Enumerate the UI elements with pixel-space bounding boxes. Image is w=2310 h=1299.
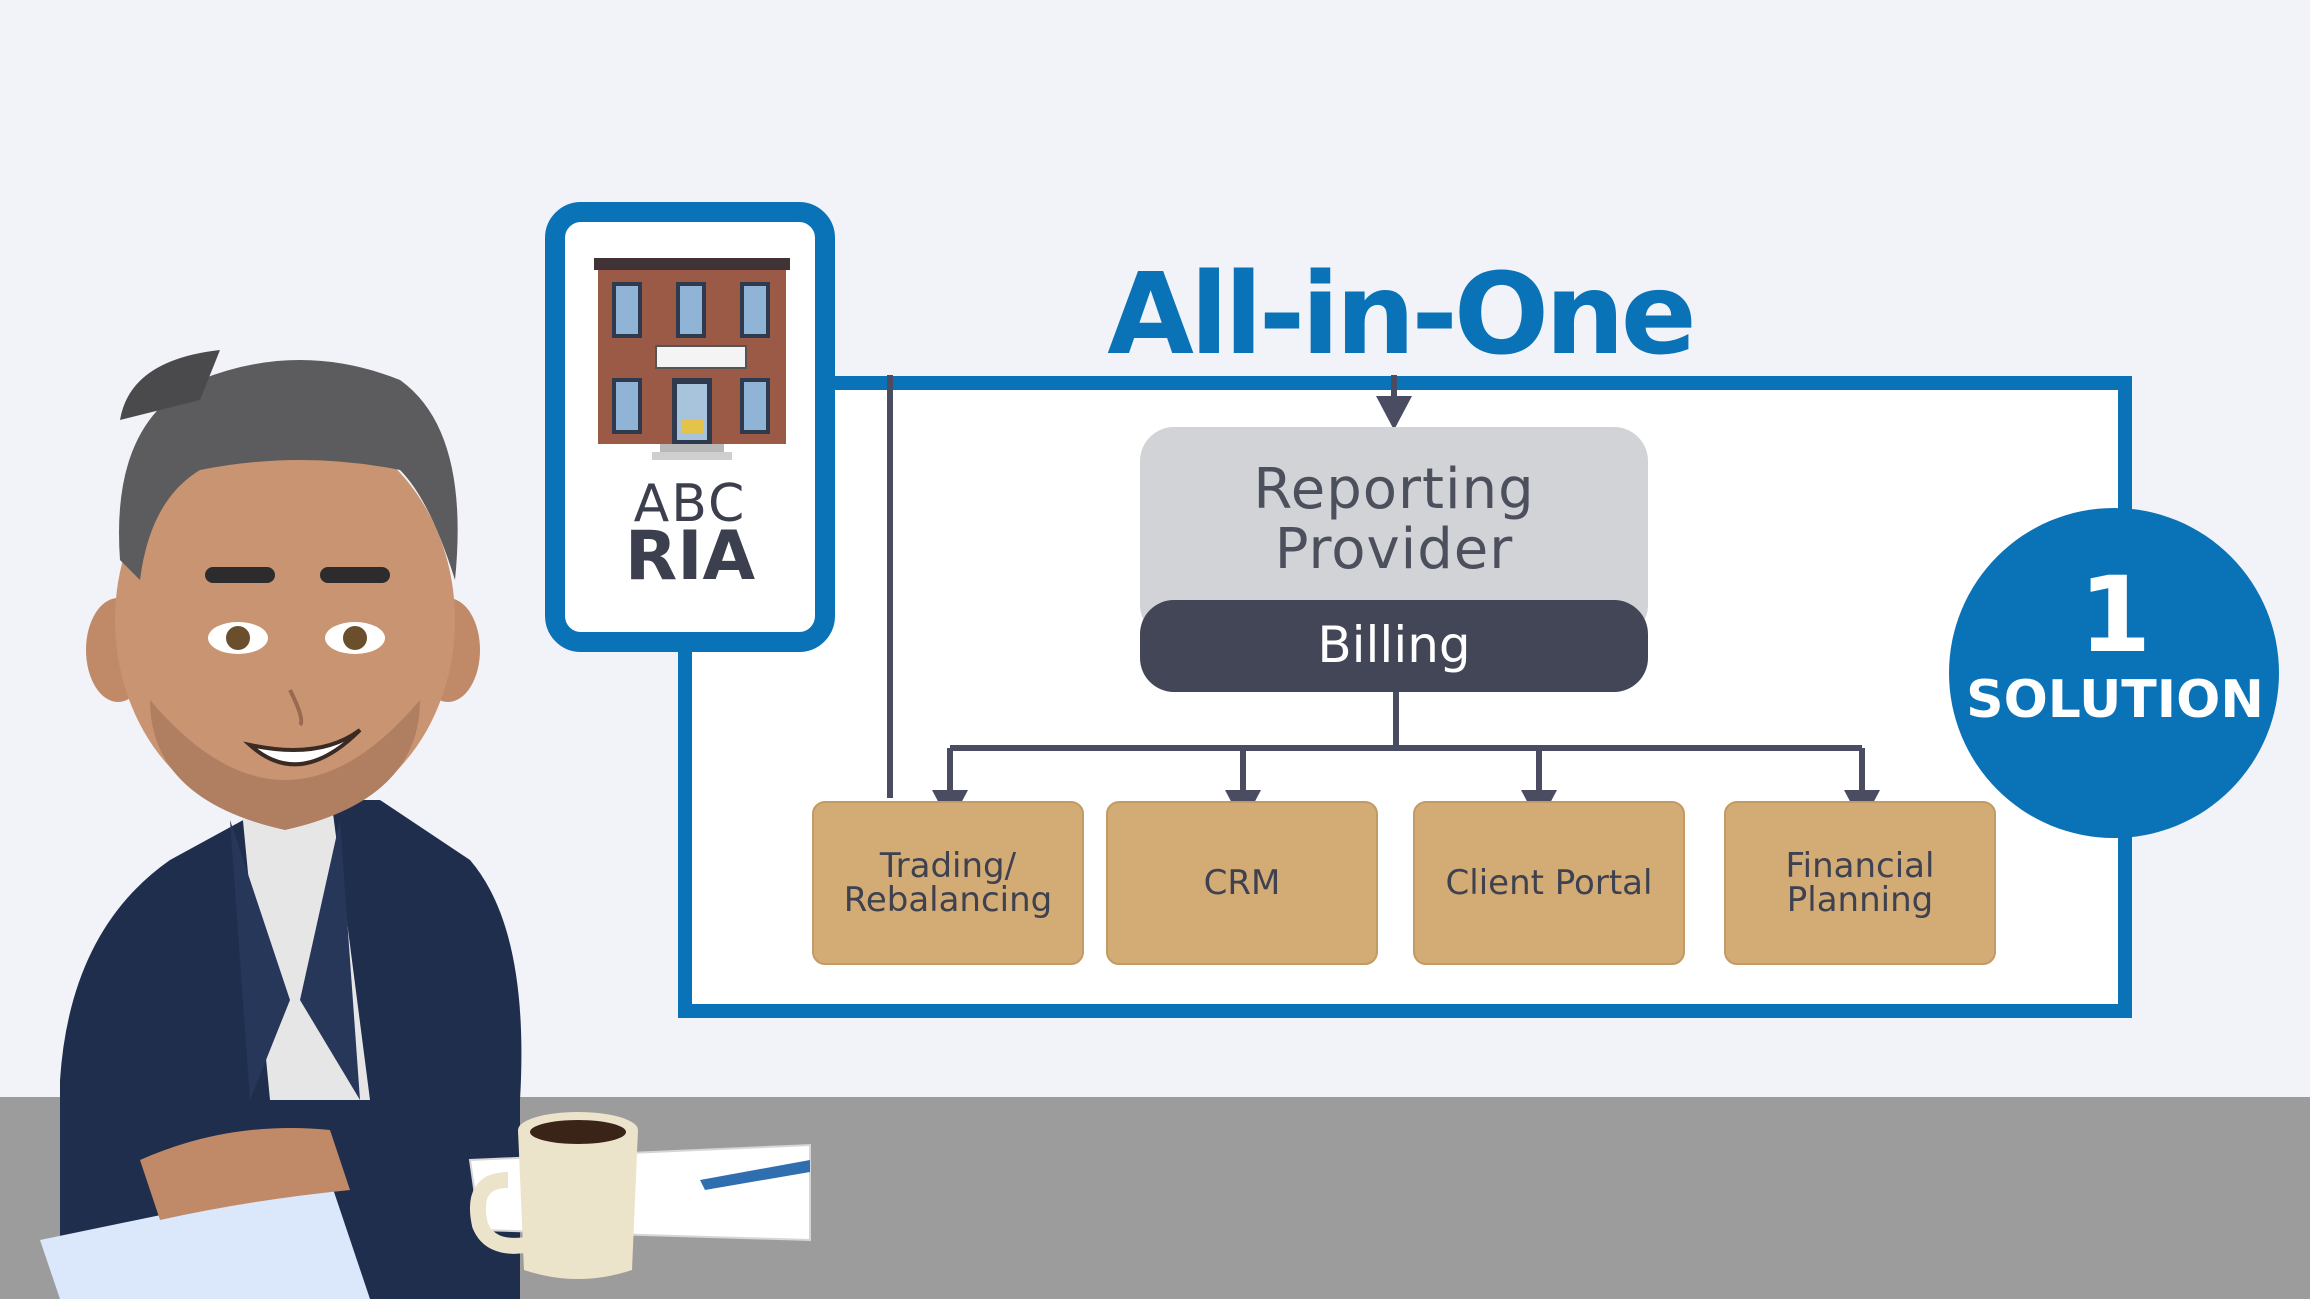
- connector-lines: [887, 375, 1865, 798]
- module-label-financial-planning: Financial Planning: [1785, 845, 1935, 920]
- firm-name-line1: ABC: [633, 474, 747, 534]
- firm-name-line2: RIA: [624, 516, 756, 596]
- office-building-icon: [594, 258, 790, 460]
- billing-label: Billing: [1317, 616, 1471, 674]
- module-label-crm: CRM: [1203, 862, 1281, 903]
- solution-badge: [1949, 508, 2279, 838]
- reporting-provider-box: [1140, 427, 1648, 639]
- advisor-character-illustration: [40, 350, 811, 1299]
- module-box-1: [812, 801, 1084, 965]
- module-box-2: [1106, 801, 1378, 965]
- module-label-client-portal: Client Portal: [1445, 862, 1653, 903]
- coffee-mug: [469, 1112, 638, 1279]
- arrowhead-title: [1376, 396, 1412, 430]
- module-label-trading: Trading/ Rebalancing: [843, 845, 1053, 920]
- reporting-provider-label: Reporting Provider: [1253, 457, 1535, 582]
- solution-badge-label: SOLUTION: [1966, 670, 2264, 730]
- module-box-4: [1724, 801, 1996, 965]
- module-boxes: [812, 801, 1996, 965]
- solution-badge-number: 1: [2078, 554, 2152, 676]
- billing-box: [1140, 600, 1648, 692]
- module-box-3: [1413, 801, 1685, 965]
- diagram-title: All-in-One: [1107, 250, 1696, 380]
